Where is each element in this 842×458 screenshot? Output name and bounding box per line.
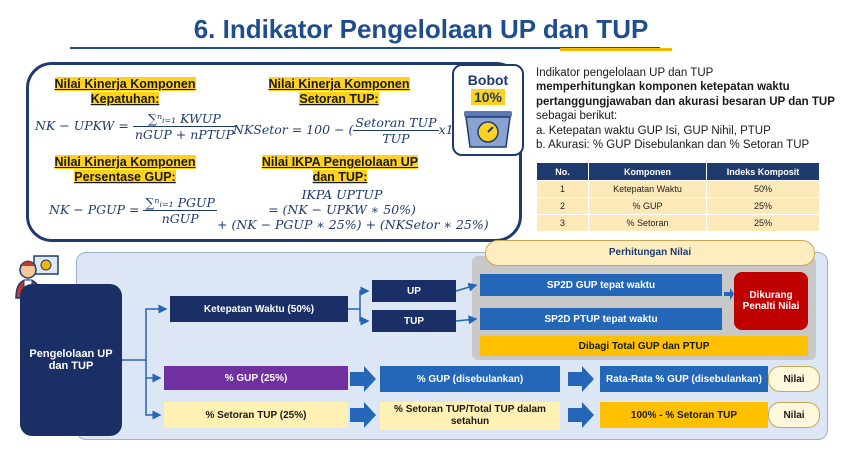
bobot-card: Bobot 10% <box>452 64 524 156</box>
table-row: 1 Ketepatan Waktu 50% <box>536 180 820 198</box>
table-header-row: No. Komponen Indeks Komposit <box>536 162 820 181</box>
nilai-badge: Nilai <box>768 402 820 428</box>
table-cell: Ketepatan Waktu <box>588 180 707 198</box>
title-accent-underline <box>560 48 672 51</box>
setoran-heading: Nilai Kinerja Komponen Setoran TUP: <box>268 77 410 106</box>
table-cell: % Setoran <box>588 214 707 232</box>
bobot-label: Bobot <box>467 72 509 88</box>
table-cell: 50% <box>706 180 820 198</box>
table-cell: 1 <box>536 180 589 198</box>
nilai-badge: Nilai <box>768 366 820 392</box>
table-header: Indeks Komposit <box>706 162 820 181</box>
table-cell: 3 <box>536 214 589 232</box>
tup-node: TUP <box>372 310 456 332</box>
ikpa-formula: IKPA UPTUP = (NK − UPKW ∗ 50%) + (NK − P… <box>217 187 489 232</box>
perhitungan-heading: Perhitungan Nilai <box>485 240 815 266</box>
indicator-description: Indikator pengelolaan UP dan TUP memperh… <box>536 67 835 152</box>
penalti-node: Dikurang Penalti Nilai <box>734 272 808 330</box>
dibagi-node: Dibagi Total GUP dan PTUP <box>480 336 808 356</box>
table-cell: 25% <box>706 197 820 215</box>
formula-panel: Nilai Kinerja Komponen Kepatuhan: NK − U… <box>26 62 522 242</box>
table-header: Komponen <box>588 162 707 181</box>
table-row: 3 % Setoran 25% <box>536 214 820 232</box>
sp2d-ptup-node: SP2D PTUP tepat waktu <box>480 308 722 330</box>
bobot-value: 10% <box>470 89 506 105</box>
setoran-pct-node: % Setoran TUP (25%) <box>164 402 348 428</box>
rata-rata-node: Rata-Rata % GUP (disebulankan) <box>600 366 768 392</box>
up-node: UP <box>372 280 456 302</box>
table-row: 2 % GUP 25% <box>536 197 820 215</box>
setoran-ratio-node: % Setoran TUP/Total TUP dalam setahun <box>380 402 560 430</box>
persentase-heading: Nilai Kinerja Komponen Persentase GUP: <box>54 155 196 184</box>
ikpa-heading: Nilai IKPA Pengelolaan UP dan TUP: <box>261 155 419 184</box>
komposit-table: No. Komponen Indeks Komposit 1 Ketepatan… <box>536 162 820 232</box>
table-cell: 2 <box>536 197 589 215</box>
gup-pct-node: % GUP (25%) <box>164 366 348 390</box>
scale-icon <box>464 111 512 148</box>
ketepatan-waktu-node: Ketepatan Waktu (50%) <box>170 296 348 322</box>
root-node: Pengelolaan UP dan TUP <box>20 284 122 436</box>
table-header: No. <box>536 162 589 181</box>
kepatuhan-heading: Nilai Kinerja Komponen Kepatuhan: <box>54 77 196 106</box>
setoran-formula: NKSetor = 100 − (Setoran TUPTUPx100) <box>233 115 474 146</box>
table-cell: 25% <box>706 214 820 232</box>
table-cell: % GUP <box>588 197 707 215</box>
title-underline <box>70 47 660 49</box>
sp2d-gup-node: SP2D GUP tepat waktu <box>480 274 722 296</box>
hundred-minus-node: 100% - % Setoran TUP <box>600 402 768 428</box>
gup-disebulankan-node: % GUP (disebulankan) <box>380 366 560 392</box>
page-title: 6. Indikator Pengelolaan UP dan TUP <box>193 14 649 44</box>
